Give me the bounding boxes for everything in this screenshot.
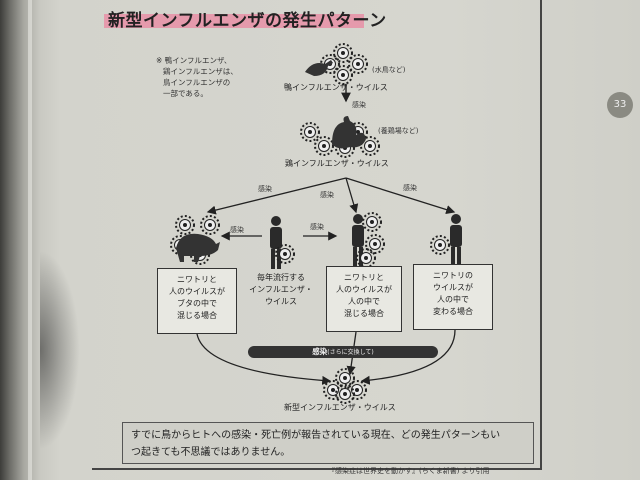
note-line: ※ 鴨インフルエンザ、: [156, 56, 232, 65]
note: ※ 鴨インフルエンザ、 鶏インフルエンザは、 鳥インフルエンザの 一部である。: [156, 55, 238, 99]
page-shadow: [40, 250, 80, 450]
summary-box: すでに鳥からヒトへの感染・死亡例が報告されている現在、どの発生パターンもい つ起…: [122, 422, 534, 464]
seasonal-line: ウイルス: [265, 297, 297, 306]
box-line: 人のウイルスが: [169, 287, 225, 296]
converge-line-right: [360, 329, 456, 385]
kansen-label: 感染: [258, 185, 272, 193]
summary-line: すでに鳥からヒトへの感染・死亡例が報告されている現在、どの発生パターンもい: [131, 430, 501, 441]
virus-icon: [430, 235, 450, 255]
arrow-center: [345, 177, 359, 214]
niwatori-virus-label: 鶏インフルエンザ・ウイルス: [285, 159, 389, 168]
kansen-label: 感染: [310, 223, 324, 231]
frame-line-bottom: [92, 468, 542, 470]
note-line: 鶏インフルエンザは、: [163, 67, 238, 76]
page-edge: [28, 0, 32, 480]
niwatori-habitat-label: (養鶏場など): [378, 127, 419, 135]
pig-icon: [176, 233, 220, 262]
box-line: ニワトリと: [344, 273, 384, 282]
new-virus-label: 新型インフルエンザ・ウイルス: [284, 403, 396, 412]
band-main: 感染: [312, 347, 328, 356]
box-line: 人の中で: [348, 297, 380, 306]
infection-band: 感染(さらに交換して): [248, 346, 438, 358]
box-line: ウイルスが: [433, 283, 473, 292]
box-line: ブタの中で: [177, 299, 217, 308]
converge-line-left: [196, 333, 332, 385]
frame-line-right: [540, 0, 542, 470]
human-icon: [270, 216, 282, 269]
page-title: 新型インフルエンザの発生パターン: [108, 11, 387, 31]
arrow-right: [345, 177, 456, 214]
note-line: 一部である。: [163, 89, 208, 98]
pattern-box-human-change: ニワトリの ウイルスが 人の中で 変わる場合: [413, 264, 493, 330]
box-line: 人の中で: [437, 295, 469, 304]
summary-line: つ起きても不思議ではありません。: [131, 447, 291, 458]
kansen-label: 感染: [403, 184, 417, 192]
pattern-box-pig: ニワトリと 人のウイルスが ブタの中で 混じる場合: [157, 268, 237, 334]
box-line: ニワトリの: [433, 271, 473, 280]
seasonal-line: 毎年流行する: [257, 273, 305, 282]
title-highlight: [104, 14, 364, 28]
box-line: ニワトリと: [177, 275, 217, 284]
seasonal-line: インフルエンザ・: [249, 285, 313, 294]
note-line: 鳥インフルエンザの: [163, 78, 231, 87]
band-sub: (さらに交換して): [327, 349, 374, 356]
kansen-label: 感染: [230, 226, 244, 234]
box-line: 人のウイルスが: [336, 285, 392, 294]
box-line: 変わる場合: [433, 307, 473, 316]
pattern-box-human-mix: ニワトリと 人のウイルスが 人の中で 混じる場合: [326, 266, 402, 332]
kansen-label: 感染: [352, 101, 366, 109]
kamo-virus-label: 鴨インフルエンザ・ウイルス: [284, 83, 388, 92]
human-icon: [450, 214, 462, 267]
source-citation: 『感染症は世界史を動かす』(ちくま新書) より引用: [328, 467, 490, 475]
kansen-label: 感染: [320, 191, 334, 199]
rooster-icon: [332, 116, 366, 149]
duck-icon: [305, 60, 333, 76]
seasonal-virus-label: 毎年流行する インフルエンザ・ ウイルス: [248, 272, 314, 308]
box-line: 混じる場合: [177, 311, 217, 320]
arrow-left: [206, 177, 347, 215]
box-line: 混じる場合: [344, 309, 384, 318]
virus-icon: [323, 368, 367, 404]
page-number-badge: 33: [607, 92, 633, 118]
kamo-habitat-label: (水鳥など): [372, 66, 406, 74]
